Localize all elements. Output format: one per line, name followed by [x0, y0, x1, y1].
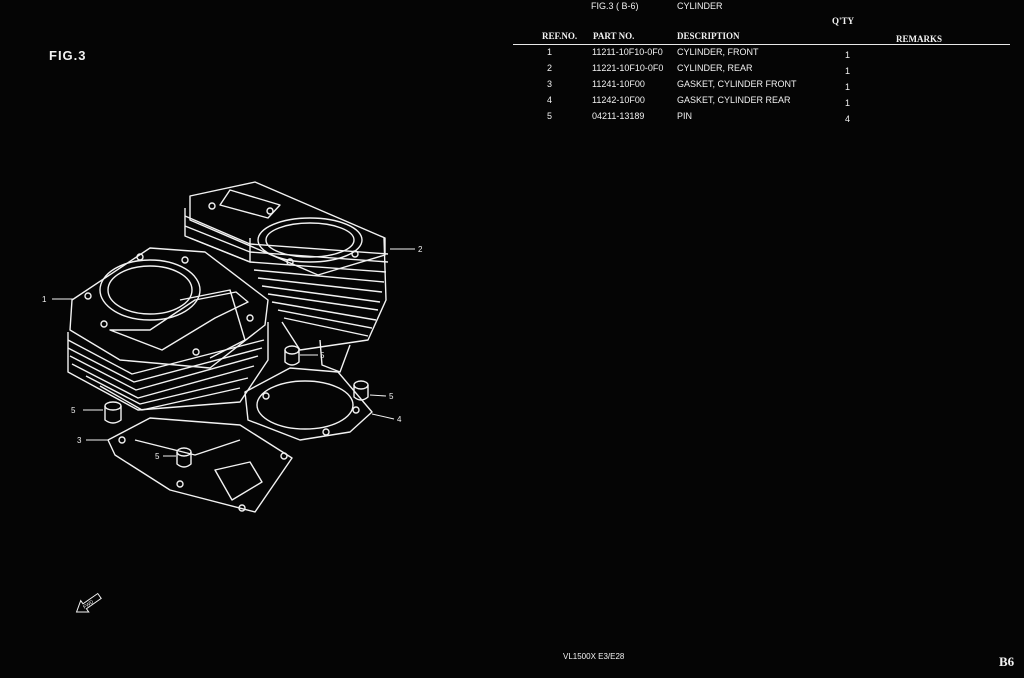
table-row: 1 11211-10F10-0F0 CYLINDER, FRONT 1: [0, 47, 1024, 61]
rear-gasket-drawing: [244, 367, 373, 441]
qty-cell: 1: [845, 82, 851, 92]
part-no-cell: 11242-10F00: [592, 95, 645, 105]
ref-cell: 2: [547, 63, 553, 73]
ref-cell: 1: [547, 47, 553, 57]
callout-label: 5: [155, 452, 160, 461]
table-row: 3 11241-10F00 GASKET, CYLINDER FRONT 1: [0, 79, 1024, 93]
forward-arrow-icon: FWD: [75, 592, 102, 613]
callout-label: 3: [77, 436, 82, 445]
qty-cell: 1: [845, 50, 851, 60]
dowel-pin-drawing: [104, 345, 369, 468]
part-no-cell: 11221-10F10-0F0: [592, 63, 664, 73]
front-cylinder-drawing: [67, 247, 269, 411]
callout-label: 5: [71, 406, 76, 415]
rear-cylinder-drawing: [184, 181, 389, 373]
table-row: 4 11242-10F00 GASKET, CYLINDER REAR 1: [0, 95, 1024, 109]
model-code: VL1500X E3/E28: [563, 652, 625, 661]
callout-label: 4: [397, 415, 402, 424]
table-row: 2 11221-10F10-0F0 CYLINDER, REAR 1: [0, 63, 1024, 77]
qty-column-header: Q'TY: [832, 16, 855, 26]
description-cell: GASKET, CYLINDER FRONT: [677, 79, 797, 89]
description-cell: CYLINDER, FRONT: [677, 47, 759, 57]
callout-label: 2: [418, 245, 423, 254]
description-column-header: DESCRIPTION: [677, 31, 740, 41]
front-gasket-drawing: [107, 417, 293, 513]
remarks-column-header: REMARKS: [896, 34, 943, 44]
ref-cell: 4: [547, 95, 553, 105]
callout-label: 5: [389, 392, 394, 401]
qty-cell: 4: [845, 114, 851, 124]
description-cell: PIN: [677, 111, 693, 121]
ref-no-column-header: REF.NO.: [542, 31, 578, 41]
figure-reference: FIG.3 ( B-6): [591, 1, 639, 11]
table-row: 5 04211-13189 PIN 4: [0, 111, 1024, 125]
qty-cell: 1: [845, 66, 851, 76]
callout-label: 1: [42, 295, 47, 304]
qty-cell: 1: [845, 98, 851, 108]
ref-cell: 3: [547, 79, 553, 89]
ref-cell: 5: [547, 111, 553, 121]
callout-label: 5: [320, 351, 325, 360]
direction-label: FWD: [82, 599, 95, 611]
description-cell: CYLINDER, REAR: [677, 63, 753, 73]
section-title: CYLINDER: [677, 1, 723, 11]
part-no-cell: 11241-10F00: [592, 79, 645, 89]
part-no-column-header: PART NO.: [593, 31, 635, 41]
description-cell: GASKET, CYLINDER REAR: [677, 95, 791, 105]
page-number: B6: [999, 654, 1015, 669]
table-header-rule: [513, 44, 1010, 45]
part-no-cell: 11211-10F10-0F0: [592, 47, 663, 57]
figure-label: FIG.3: [49, 48, 87, 63]
part-no-cell: 04211-13189: [592, 111, 645, 121]
